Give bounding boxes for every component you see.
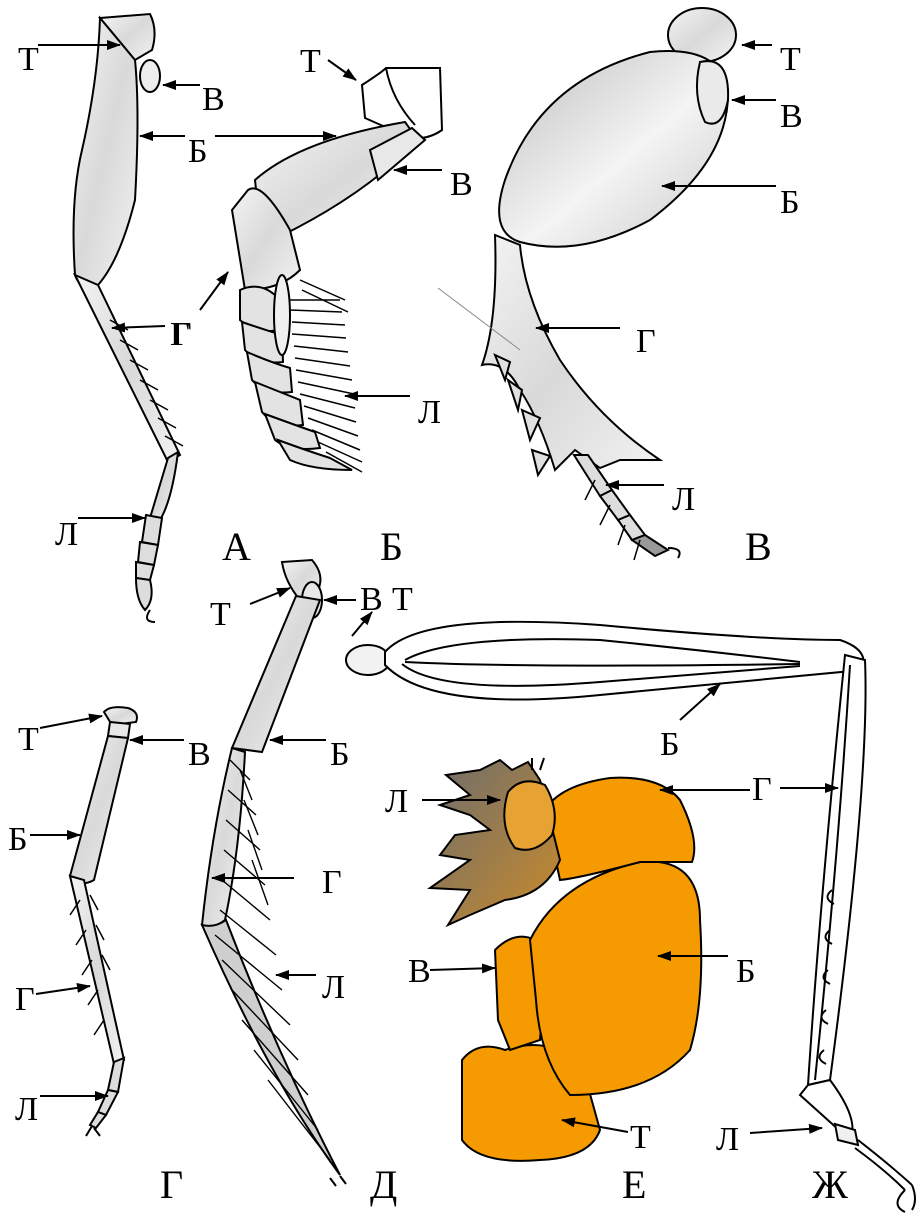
panel-d-label-t: Т (210, 596, 231, 633)
panel-a-tarsus-4 (136, 562, 154, 580)
panel-e-label-l: Л (385, 783, 408, 820)
panel-g-arrow-t (40, 716, 102, 728)
panel-a-label-t: Т (18, 41, 39, 78)
panel-v-label-b: Б (780, 184, 800, 221)
panel-d-arrow-t (250, 588, 290, 604)
panel-zh-tarsus-line-1 (858, 1140, 912, 1185)
panel-g-tarsus-1 (108, 1058, 124, 1092)
panel-a-tarsus-2 (142, 515, 162, 545)
panel-v-tibia (482, 235, 660, 470)
panel-d-label-b: Б (330, 736, 350, 773)
panel-g-arrow-g (36, 986, 90, 994)
panel-b-arrow-g (200, 272, 228, 310)
panel-d-label-g: Г (322, 864, 342, 901)
panel-zh-title: Ж (812, 1162, 848, 1207)
panel-v-title: В (745, 524, 772, 569)
panel-a-title: А (222, 524, 251, 569)
panel-a-running-leg: Т В Б Г Л А (18, 14, 251, 622)
panel-b-title: Б (380, 524, 403, 569)
panel-v-label-t: Т (780, 41, 801, 78)
panel-b-tarsus (240, 275, 352, 470)
panel-e-arrow-v (430, 968, 495, 970)
panel-zh-arrow-l (750, 1128, 822, 1133)
panel-a-label-v: В (202, 81, 225, 118)
panel-e-tarsus-lobe (504, 781, 554, 850)
panel-b-label-v: В (450, 166, 473, 203)
panel-zh-label-l: Л (716, 1121, 739, 1158)
panel-e-label-b: Б (736, 953, 756, 990)
panel-zh-label-g: Г (752, 771, 772, 808)
panel-v-claws (668, 548, 680, 558)
panel-b-swimming-leg: Т В Г Л Б (172, 43, 473, 569)
panel-b-arrow-t (328, 60, 356, 80)
panel-g-walking-leg: Т В Б Г Л Г (8, 707, 211, 1207)
panel-v-trochanter (697, 61, 728, 124)
panel-v-label-v: В (780, 98, 803, 135)
panel-a-tarsus-3 (138, 542, 158, 565)
panel-b-label-g: Г (172, 316, 192, 353)
panel-a-trochanter (140, 60, 160, 92)
panel-d-tibia (202, 748, 245, 927)
panel-a-claws (147, 610, 155, 622)
panel-zh-arrow-b (680, 684, 720, 720)
panel-a-label-b: Б (188, 133, 208, 170)
panel-g-label-g: Г (15, 981, 35, 1018)
panel-e-label-v: В (408, 953, 431, 990)
panel-zh-tibia (808, 655, 866, 1085)
panel-g-femur (70, 736, 128, 883)
panel-a-label-l: Л (55, 516, 78, 553)
panel-e-femur (530, 861, 701, 1095)
panel-zh-label-t: Т (392, 581, 413, 618)
panel-g-label-b: Б (8, 821, 28, 858)
panel-e-claws (532, 758, 544, 770)
panel-zh-tarsus-line-2 (855, 1148, 905, 1190)
panel-d-claws (330, 1176, 346, 1186)
panel-e-title: Е (622, 1162, 646, 1207)
panel-d-femur (232, 596, 320, 752)
panel-v-tarsus-4 (632, 535, 668, 556)
panel-g-tarsus-2 (98, 1090, 118, 1115)
panel-d-label-l: Л (322, 969, 345, 1006)
panel-g-label-t: Т (18, 721, 39, 758)
panel-zh-coxa (346, 645, 390, 675)
panel-zh-tarsus-2 (835, 1124, 858, 1145)
panel-b-label-t: Т (300, 43, 321, 80)
panel-g-tarsus-3 (90, 1112, 106, 1128)
panel-v-label-l: Л (672, 481, 695, 518)
panel-d-title: Д (370, 1162, 397, 1207)
panel-zh-claws (898, 1185, 916, 1212)
panel-d-tarsus (202, 920, 340, 1175)
panel-v-label-g: Г (636, 323, 656, 360)
panel-g-title: Г (160, 1162, 183, 1207)
panel-a-tarsus-5 (136, 578, 152, 610)
panel-zh-label-b: Б (660, 726, 680, 763)
panel-v-jumping-leg: Т В Б Г Л В (438, 8, 803, 569)
panel-v-femur (499, 51, 728, 247)
panel-a-femur (74, 18, 138, 286)
panel-b-label-l: Л (418, 394, 441, 431)
panel-g-label-v: В (188, 736, 211, 773)
panel-a-tibia (75, 275, 180, 462)
panel-e-digging-leg: Л В Б Т Е (385, 758, 756, 1207)
panel-a-tarsus-1 (150, 452, 178, 520)
panel-e-label-t: Т (630, 1119, 651, 1156)
panel-g-label-l: Л (15, 1091, 38, 1128)
